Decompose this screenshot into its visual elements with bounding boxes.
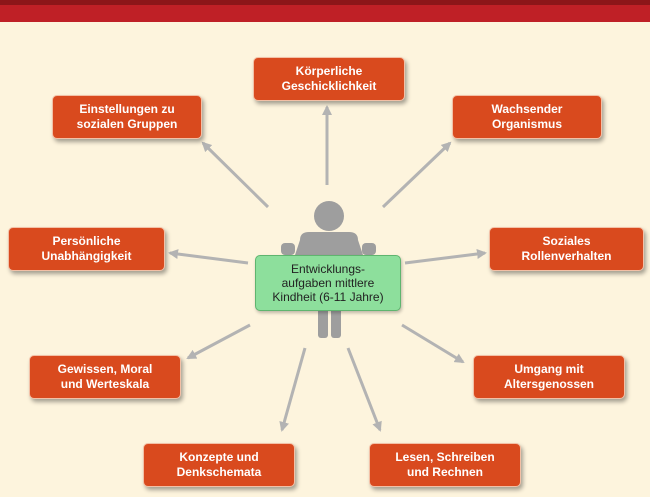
task-label: Einstellungen zu sozialen Gruppen [76,102,178,131]
center-node: Entwicklungs- aufgaben mittlere Kindheit… [255,255,401,311]
arrow-rollenverhalten [404,249,487,265]
task-label: Wachsender Organismus [491,102,563,131]
task-label: Lesen, Schreiben und Rechnen [395,450,495,479]
task-persoenliche-unabhaengigkeit: Persönliche Unabhängigkeit [8,227,165,271]
header-bar-stripe [0,0,650,5]
task-koerperliche-geschicklichkeit: Körperliche Geschicklichkeit [253,57,405,101]
task-label: Persönliche Unabhängigkeit [41,234,132,263]
task-soziales-rollenverhalten: Soziales Rollenverhalten [489,227,644,271]
header-bar [0,0,650,22]
arrow-altersgenossen [401,323,465,364]
task-label: Körperliche Geschicklichkeit [281,64,377,93]
task-gewissen-moral: Gewissen, Moral und Werteskala [29,355,181,399]
task-label: Gewissen, Moral und Werteskala [57,362,153,391]
task-wachsender-organismus: Wachsender Organismus [452,95,602,139]
task-konzepte-denkschemata: Konzepte und Denkschemata [143,443,295,487]
task-label: Soziales Rollenverhalten [521,234,612,263]
arrow-konzepte [279,347,307,432]
task-lesen-schreiben-rechnen: Lesen, Schreiben und Rechnen [369,443,521,487]
task-einstellungen-gruppen: Einstellungen zu sozialen Gruppen [52,95,202,139]
center-label: Entwicklungs- aufgaben mittlere Kindheit… [272,262,384,304]
arrow-organismus [381,141,452,209]
task-umgang-altersgenossen: Umgang mit Altersgenossen [473,355,625,399]
task-label: Umgang mit Altersgenossen [503,362,595,391]
arrow-gewissen [186,323,251,360]
task-label: Konzepte und Denkschemata [176,450,262,479]
arrow-lesen [346,347,382,432]
arrow-einstellungen [201,141,270,209]
arrow-unabhaengigkeit [168,249,249,265]
